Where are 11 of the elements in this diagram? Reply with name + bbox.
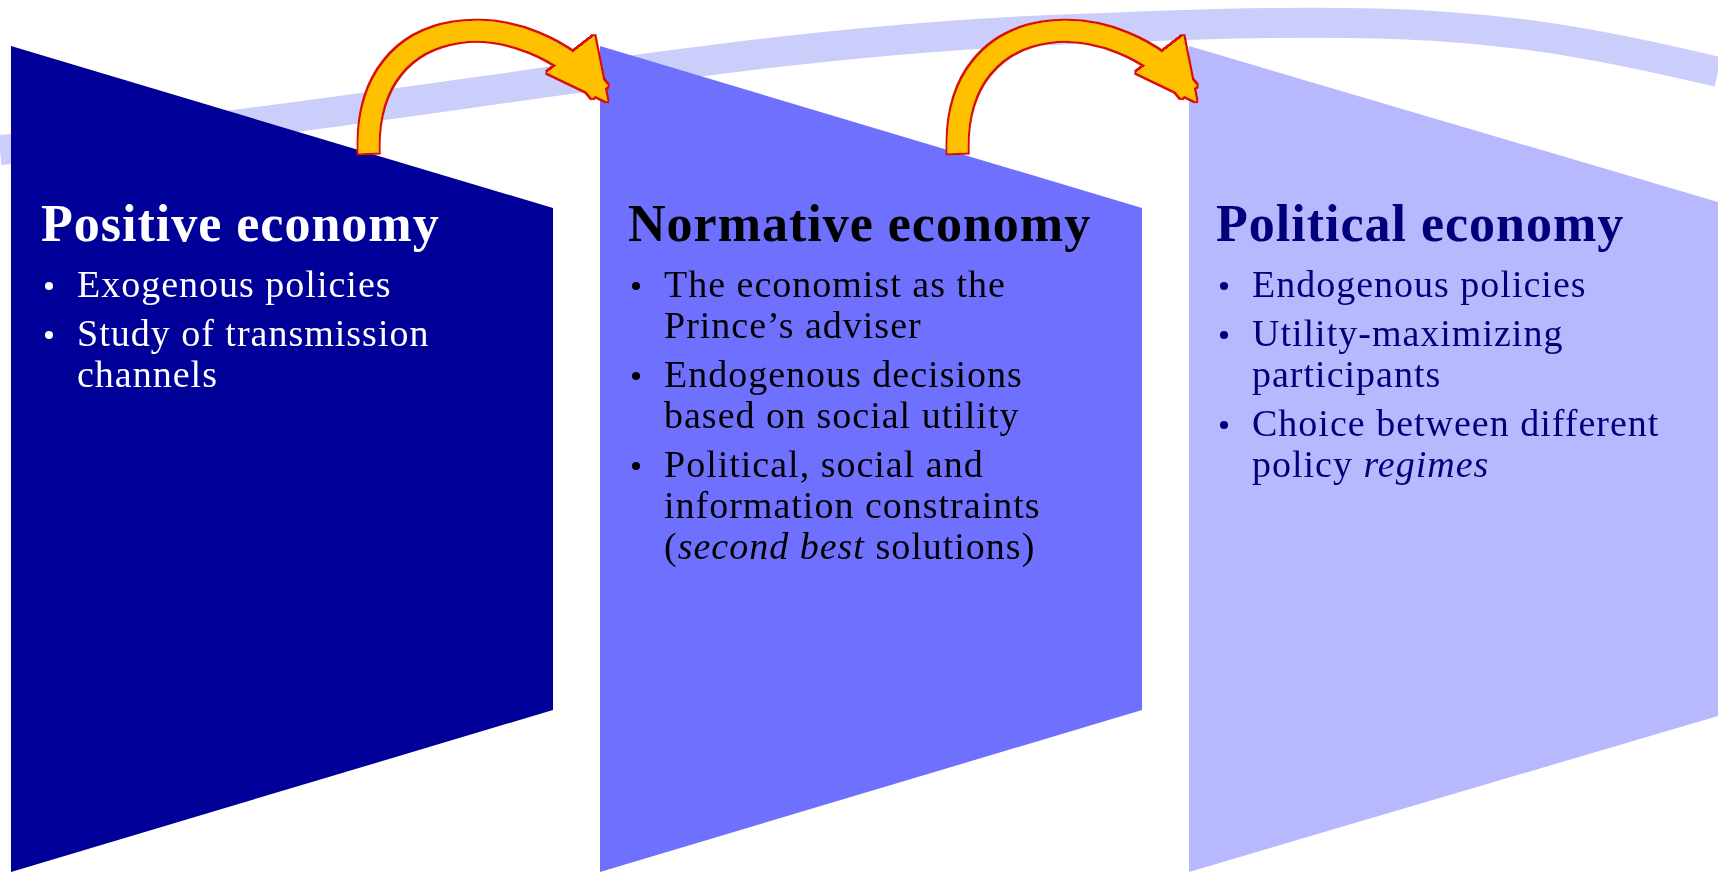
bullet-text: Choice between different policy regimes — [1252, 402, 1660, 485]
bullet-text: Endogenous policies — [1252, 263, 1587, 305]
bullet-text: Political, social and information constraints (second best solutions) — [664, 443, 1041, 567]
bullet-text: Study of transmission channels — [77, 312, 430, 395]
bullet-text: Utility-maximizing participants — [1252, 312, 1564, 395]
bullet-text: Endogenous decisions based on social utility — [664, 353, 1023, 436]
section-heading: Political economy — [1216, 196, 1626, 252]
section-heading: Positive economy — [41, 196, 441, 252]
bullet-text: The economist as the Prince’s adviser — [664, 263, 1006, 346]
section-heading: Normative economy — [628, 196, 1093, 252]
bullet-text: Exogenous policies — [77, 263, 392, 305]
